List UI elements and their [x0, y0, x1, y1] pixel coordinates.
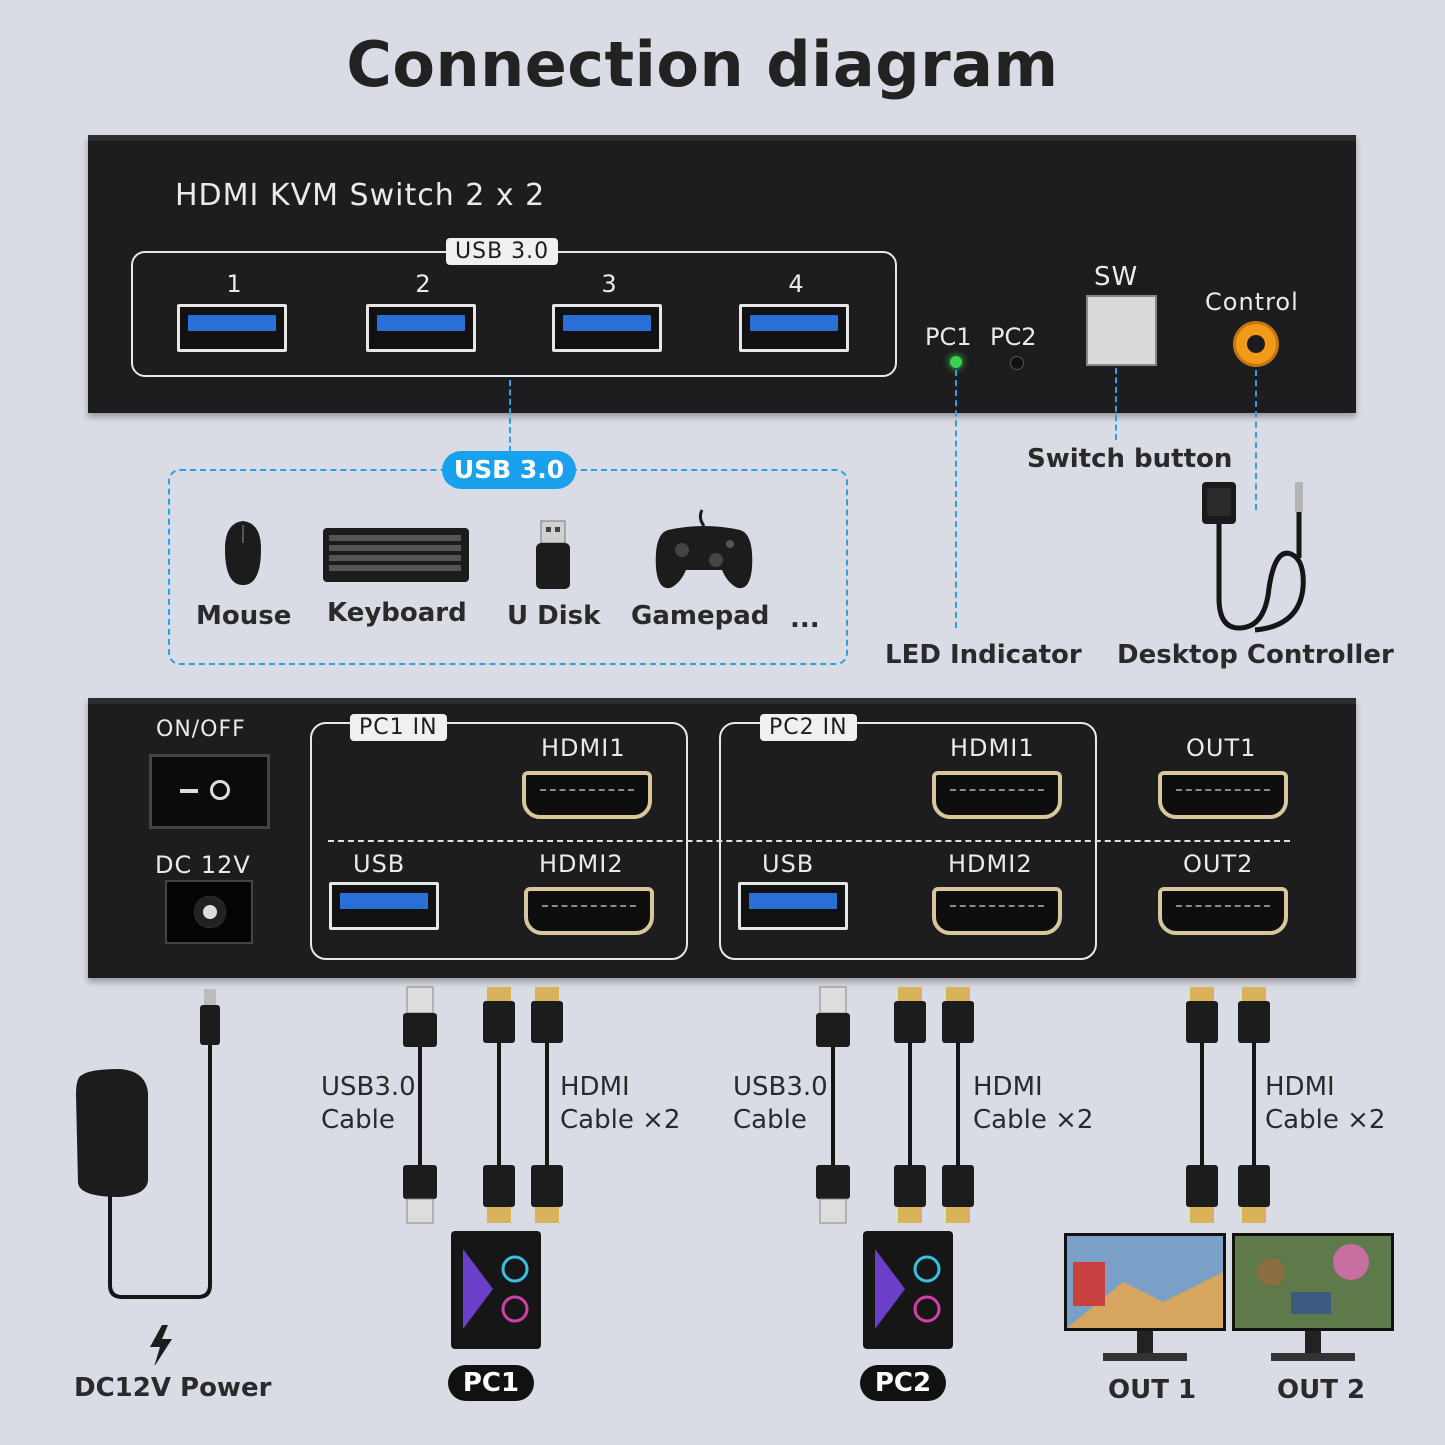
pc2-badge: PC2 — [860, 1365, 946, 1401]
control-callout-line — [1255, 370, 1257, 510]
desktop-controller-caption: Desktop Controller — [1117, 640, 1394, 670]
out1-label: OUT1 — [1186, 734, 1257, 762]
led-pc1 — [950, 356, 962, 368]
gamepad-icon — [655, 509, 753, 589]
dc-power-jack[interactable] — [165, 880, 253, 944]
peripheral-u-disk: U Disk — [507, 601, 601, 631]
pc1-hdmi1-port[interactable] — [522, 771, 652, 819]
switch-callout-line — [1115, 368, 1117, 440]
kvm-front-panel — [88, 135, 1356, 413]
keyboard-icon — [323, 528, 469, 582]
peripheral-gamepad: Gamepad — [631, 601, 770, 631]
desktop-controller-icon — [1202, 482, 1306, 633]
pc1-hdmi2-label: HDMI2 — [539, 850, 624, 878]
out-hdmi-cable-caption-1: HDMI — [1265, 1072, 1335, 1102]
peripheral-mouse: Mouse — [196, 601, 292, 631]
led-indicator-caption: LED Indicator — [885, 640, 1082, 670]
out1-hdmi-port[interactable] — [1158, 771, 1288, 819]
pc1-badge: PC1 — [448, 1365, 534, 1401]
pc2-usb-cable-caption-2: Cable — [733, 1105, 807, 1135]
monitor-1-icon — [1064, 1233, 1226, 1361]
power-switch[interactable] — [149, 754, 270, 829]
switch-off-mark-icon — [180, 789, 198, 793]
page-title: Connection diagram — [346, 28, 1059, 101]
usb-port-1[interactable] — [177, 304, 287, 352]
usb-port-3[interactable] — [552, 304, 662, 352]
device-name: HDMI KVM Switch 2 x 2 — [175, 178, 546, 213]
pc2-tower-icon — [863, 1231, 953, 1349]
pc1-usb-cable-caption-2: Cable — [321, 1105, 395, 1135]
pc2-hdmi2-port[interactable] — [932, 887, 1062, 935]
pc1-hdmi2-port[interactable] — [524, 887, 654, 935]
switch-button[interactable] — [1086, 295, 1157, 366]
pc1-hdmi-cable-caption-2: Cable ×2 — [560, 1105, 681, 1135]
usb-badge: USB 3.0 — [442, 451, 576, 489]
usb-group-tag: USB 3.0 — [446, 238, 559, 265]
pc2-hdmi-cable-caption-2: Cable ×2 — [973, 1105, 1094, 1135]
usb-port-number-2: 2 — [415, 270, 431, 298]
led-callout-line — [955, 370, 957, 628]
usb-port-4[interactable] — [739, 304, 849, 352]
pc1-usb-port[interactable] — [329, 882, 439, 930]
out2-caption: OUT 2 — [1277, 1375, 1366, 1405]
usb-port-number-4: 4 — [788, 270, 804, 298]
pc2-usb-port[interactable] — [738, 882, 848, 930]
led-label-pc2: PC2 — [990, 323, 1037, 351]
usb-port-number-1: 1 — [226, 270, 242, 298]
control-jack[interactable] — [1233, 321, 1279, 367]
switch-button-caption: Switch button — [1027, 444, 1233, 474]
pc2-in-tag: PC2 IN — [760, 714, 857, 741]
pc1-tower-icon — [451, 1231, 541, 1349]
pc1-in-tag: PC1 IN — [350, 714, 447, 741]
pc2-hdmi2-label: HDMI2 — [948, 850, 1033, 878]
peripheral-more: ... — [790, 604, 820, 634]
control-label: Control — [1205, 288, 1299, 316]
pc2-usb-cable-caption-1: USB3.0 — [733, 1072, 828, 1102]
power-caption: DC12V Power — [74, 1373, 272, 1403]
usb-port-2[interactable] — [366, 304, 476, 352]
peripheral-keyboard: Keyboard — [327, 598, 467, 628]
row-separator — [328, 840, 1290, 842]
out2-hdmi-port[interactable] — [1158, 887, 1288, 935]
dc-input-label: DC 12V — [155, 851, 251, 879]
led-label-pc1: PC1 — [925, 323, 972, 351]
out-hdmi-cable-caption-2: Cable ×2 — [1265, 1105, 1386, 1135]
pc2-hdmi1-label: HDMI1 — [950, 734, 1035, 762]
power-switch-label: ON/OFF — [156, 717, 246, 742]
pc2-hdmi1-port[interactable] — [932, 771, 1062, 819]
out1-caption: OUT 1 — [1108, 1375, 1197, 1405]
monitor-2-icon — [1232, 1233, 1394, 1361]
pc1-usb-cable-caption-1: USB3.0 — [321, 1072, 416, 1102]
pc1-cables-icon — [403, 986, 563, 1224]
usb-port-number-3: 3 — [601, 270, 617, 298]
pc1-usb-label: USB — [353, 850, 406, 878]
sw-label: SW — [1094, 262, 1139, 292]
mouse-icon — [225, 521, 261, 585]
usb-callout-line — [509, 380, 511, 452]
pc1-hdmi1-label: HDMI1 — [541, 734, 626, 762]
out2-label: OUT2 — [1183, 850, 1254, 878]
switch-on-mark-icon — [210, 780, 230, 800]
u-disk-icon — [536, 520, 570, 589]
pc1-hdmi-cable-caption-1: HDMI — [560, 1072, 630, 1102]
power-adapter-icon — [76, 989, 220, 1365]
kvm-back-panel — [88, 698, 1356, 978]
pc2-hdmi-cable-caption-1: HDMI — [973, 1072, 1043, 1102]
led-pc2 — [1010, 356, 1024, 370]
pc2-usb-label: USB — [762, 850, 815, 878]
pc2-cables-icon — [816, 986, 974, 1224]
out-cables-icon — [1186, 987, 1270, 1223]
